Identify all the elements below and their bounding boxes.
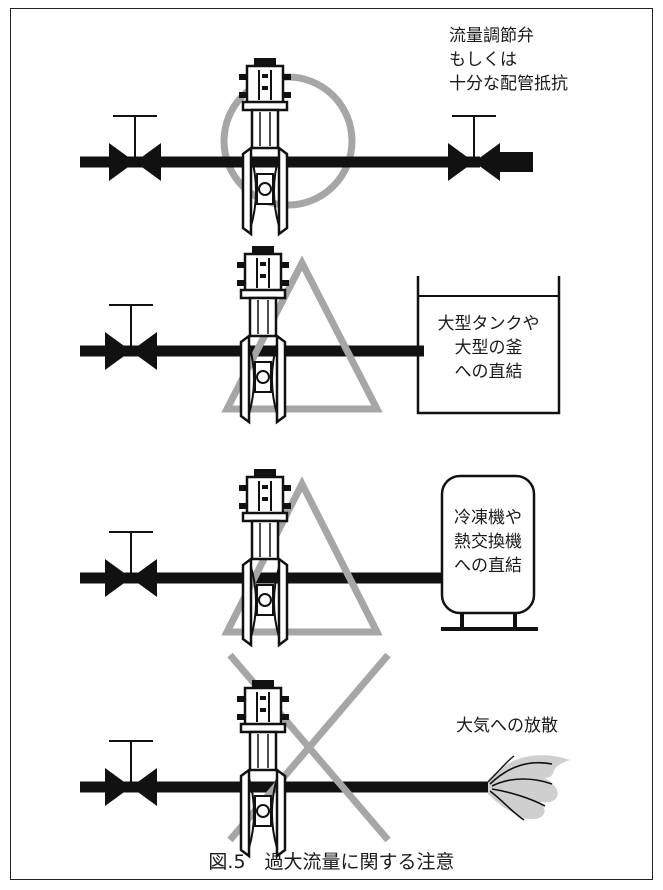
flow-control-valve-label: 流量調節弁 もしくは 十分な配管抵抗 (449, 26, 568, 94)
flow-control-valve-icon (447, 115, 501, 182)
gate-valve-icon (104, 740, 158, 807)
scenario-2-row (80, 244, 561, 424)
gate-valve-icon (104, 304, 158, 371)
atmospheric-release-label: 大気への放散 (456, 716, 558, 736)
figure-frame (10, 8, 653, 880)
large-tank-icon (416, 276, 561, 415)
chiller-icon (440, 474, 536, 615)
chiller-label: 冷凍機や 熱交換機 への直結 (454, 508, 522, 576)
flowmeter-icon (235, 678, 291, 858)
gate-valve-icon (108, 115, 162, 182)
figure-caption: 図.5 過大流量に関する注意 (208, 851, 455, 873)
scenario-4-row (80, 652, 570, 858)
flowmeter-icon (237, 56, 293, 236)
flowmeter-icon (237, 467, 293, 647)
scenario-1-row (80, 56, 533, 236)
large-tank-label: 大型タンクや 大型の釜 への直結 (437, 314, 540, 382)
flowmeter-icon (235, 244, 291, 424)
atmospheric-release-icon (487, 755, 570, 821)
gate-valve-icon (104, 531, 158, 598)
scenario-3-row (80, 467, 538, 647)
